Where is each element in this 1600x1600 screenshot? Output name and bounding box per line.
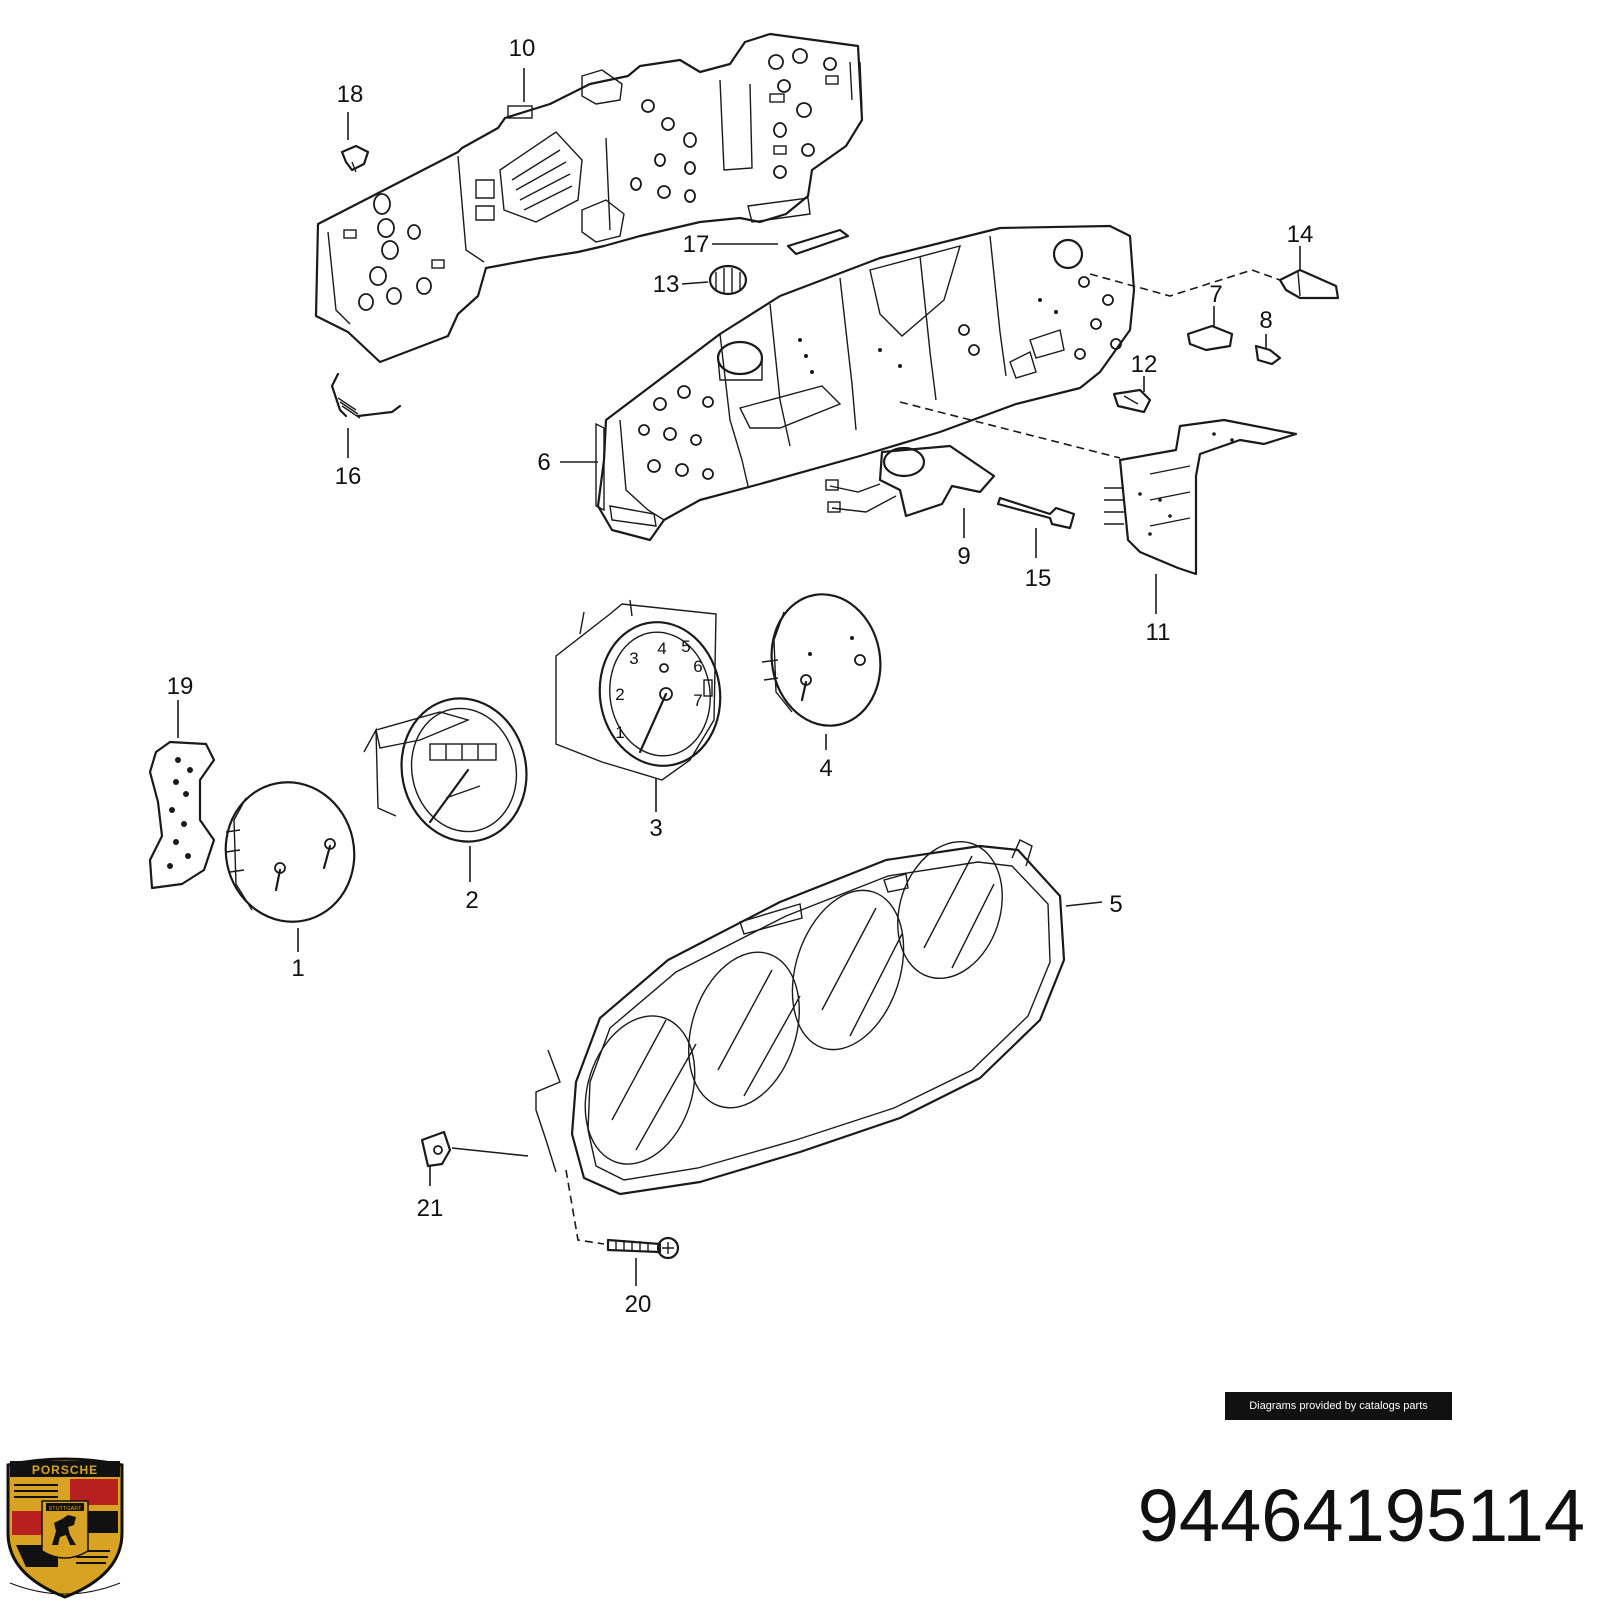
callout-13: 13 (653, 271, 680, 298)
bulb-holder-13 (708, 264, 748, 296)
tach-numeral: 2 (615, 685, 624, 704)
callout-8: 8 (1259, 307, 1272, 334)
tachometer-3: 1 2 3 4 5 6 7 (555, 599, 722, 781)
bulb-holder-14 (1278, 268, 1340, 300)
lens-plate-19 (148, 740, 216, 890)
callout-11: 11 (1146, 619, 1171, 646)
clip-18 (340, 144, 370, 173)
strip-17 (786, 228, 850, 256)
clip-21 (420, 1130, 452, 1168)
tach-numeral: 5 (681, 637, 690, 656)
tach-numeral: 7 (693, 691, 702, 710)
callout-15: 15 (1025, 565, 1052, 592)
gauge-4 (761, 593, 882, 727)
callout-3: 3 (649, 815, 662, 842)
callout-5: 5 (1109, 891, 1122, 918)
bulb-holder-7 (1186, 324, 1234, 352)
callout-16: 16 (335, 463, 362, 490)
svg-text:STUTTGART: STUTTGART (49, 1506, 83, 1512)
svg-text:PORSCHE: PORSCHE (32, 1463, 98, 1477)
callout-18: 18 (337, 81, 364, 108)
callout-17: 17 (683, 231, 710, 258)
front-lens-5 (535, 839, 1066, 1196)
assembly-line-14 (1089, 269, 1281, 297)
callout-12: 12 (1131, 351, 1158, 378)
callout-4: 4 (819, 755, 832, 782)
leader-lines (177, 68, 1301, 1286)
callout-14: 14 (1287, 221, 1314, 248)
callout-10: 10 (509, 35, 536, 62)
callout-9: 9 (957, 543, 970, 570)
bracket-9 (825, 444, 996, 518)
assembly-line-20 (565, 1169, 605, 1245)
tach-numeral: 4 (657, 639, 666, 658)
stem-15 (996, 496, 1076, 530)
bulb-12 (1112, 388, 1152, 414)
main-housing (595, 224, 1136, 542)
porsche-crest-logo: PORSCHE STUTTGART (6, 1457, 124, 1599)
screw-20 (606, 1236, 680, 1260)
credit-label: Diagrams provided by catalogs parts (1225, 1392, 1452, 1420)
part-number: 94464195114 (1137, 1474, 1585, 1557)
tach-numeral: 6 (693, 657, 702, 676)
circuit-board-11 (1104, 418, 1298, 576)
gauge-1 (224, 781, 356, 923)
speedometer-2 (363, 697, 528, 843)
tach-numeral: 3 (629, 649, 638, 668)
callout-7: 7 (1209, 281, 1222, 308)
tach-numeral: 1 (615, 723, 624, 742)
callout-1: 1 (291, 955, 304, 982)
spring-16 (330, 372, 402, 419)
assembly-line-11 (899, 401, 1121, 459)
callout-21: 21 (417, 1195, 444, 1222)
callout-20: 20 (625, 1291, 652, 1318)
rear-circuit-plate (314, 32, 864, 364)
callout-6: 6 (537, 449, 550, 476)
callout-19: 19 (167, 673, 194, 700)
callout-2: 2 (465, 887, 478, 914)
bulb-8 (1254, 344, 1282, 366)
